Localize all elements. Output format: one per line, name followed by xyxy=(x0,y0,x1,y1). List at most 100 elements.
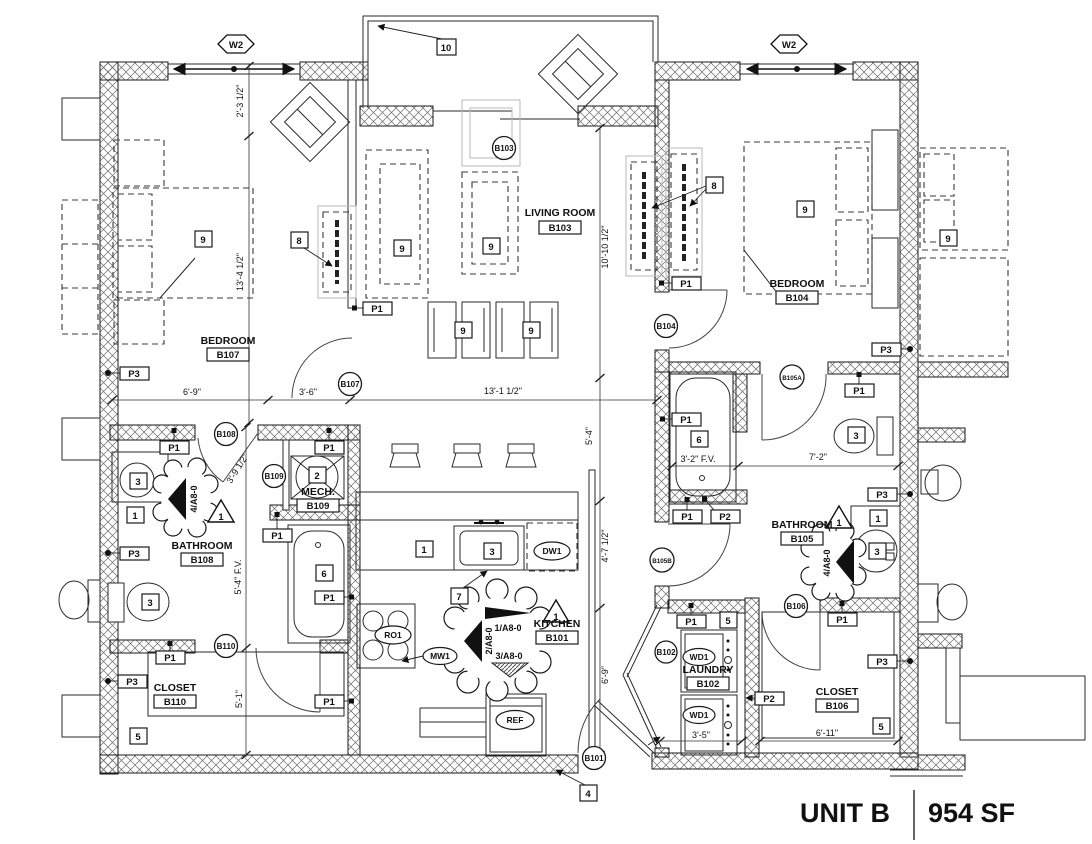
tag-p1: P1 xyxy=(314,694,345,709)
keynote-4-entry: 4 xyxy=(579,784,598,802)
svg-text:BEDROOM: BEDROOM xyxy=(770,278,825,290)
tag-dw1: DW1 xyxy=(533,541,571,561)
svg-text:B109: B109 xyxy=(264,472,284,481)
svg-text:BATHROOM: BATHROOM xyxy=(171,540,232,552)
svg-text:P3: P3 xyxy=(876,490,888,501)
keynote-3-vanity-left: 3 xyxy=(129,472,148,490)
svg-text:P2: P2 xyxy=(763,694,775,705)
keynote-1-vanity-right: 1 xyxy=(869,509,888,527)
kitchen-counter-lower xyxy=(419,707,486,738)
revision-tag: 3/A8-0 xyxy=(495,651,522,661)
svg-text:P1: P1 xyxy=(164,653,176,664)
dim-3-6: 3'-6" xyxy=(299,387,317,397)
keynote-5-closet-b106: 5 xyxy=(872,717,891,735)
adjacent-left-furniture xyxy=(58,199,101,623)
svg-text:10: 10 xyxy=(441,43,452,54)
tag-p3: P3 xyxy=(871,342,902,357)
svg-text:P3: P3 xyxy=(128,549,140,560)
dim-5-1: 5'-1" xyxy=(234,690,244,708)
dim-3-2-fv: 3'-2" F.V. xyxy=(680,454,715,464)
door-b105b: B105B xyxy=(649,547,675,573)
keynote-tags: 10 9 8 9 9 9 9 8 9 9 1 3 7 2 3 1 3 6 5 4… xyxy=(126,38,958,802)
svg-text:KITCHEN: KITCHEN xyxy=(534,618,581,630)
adjacent-unit-walls xyxy=(61,97,1086,777)
delta-number: 1 xyxy=(836,518,842,529)
revision-tag: 4/A8-0 xyxy=(822,549,832,576)
revision-tag: 1/A8-0 xyxy=(494,623,521,633)
keynote-6-tub-right: 6 xyxy=(690,430,709,448)
tag-ref: REF xyxy=(495,709,535,731)
svg-text:P3: P3 xyxy=(880,345,892,356)
door-b105a: B105A xyxy=(779,364,805,390)
svg-text:P1: P1 xyxy=(323,443,335,454)
revision-tag: 4/A8-0 xyxy=(189,485,199,512)
delta-triangle-bath-left: 1 xyxy=(206,498,236,523)
svg-text:B106: B106 xyxy=(786,602,806,611)
toilet-left xyxy=(107,582,170,623)
svg-text:5: 5 xyxy=(725,616,731,627)
bifold-door-laundry xyxy=(622,604,662,750)
svg-text:1: 1 xyxy=(132,511,138,522)
svg-text:B110: B110 xyxy=(164,697,186,708)
svg-text:P1: P1 xyxy=(271,531,283,542)
svg-text:P1: P1 xyxy=(371,304,383,315)
svg-text:3: 3 xyxy=(874,547,879,558)
dim-3-9-half: 3'-9 1/2" xyxy=(224,452,250,485)
svg-text:REF: REF xyxy=(507,715,524,725)
dim-5-4-fv: 5'-4" F.V. xyxy=(233,559,243,594)
svg-text:B107: B107 xyxy=(340,380,360,389)
adjacent-right-furniture xyxy=(917,147,1009,623)
svg-text:9: 9 xyxy=(802,205,807,216)
svg-text:BEDROOM: BEDROOM xyxy=(201,335,256,347)
dishwasher xyxy=(526,522,578,572)
door-b102: B102 xyxy=(654,640,678,664)
range-stove xyxy=(356,603,416,669)
keynote-3-kitchen-sink: 3 xyxy=(483,542,502,560)
svg-text:B104: B104 xyxy=(786,293,809,304)
svg-text:P1: P1 xyxy=(836,615,848,626)
bedroom-b107-furniture xyxy=(112,81,357,345)
tag-p1: P1 xyxy=(671,412,702,427)
keynote-6-tub-left: 6 xyxy=(315,564,334,582)
svg-text:B108: B108 xyxy=(191,555,214,566)
svg-text:9: 9 xyxy=(945,234,950,245)
tag-p1: P1 xyxy=(671,276,702,291)
svg-text:B109: B109 xyxy=(307,501,330,512)
dimension-lines xyxy=(106,61,904,760)
keynote-1-vanity-left: 1 xyxy=(126,506,145,524)
svg-text:3: 3 xyxy=(147,598,152,609)
svg-text:P1: P1 xyxy=(168,443,180,454)
keynote-9-sofa2: 9 xyxy=(482,237,501,255)
tag-p1: P1 xyxy=(672,509,703,524)
tag-p3: P3 xyxy=(867,487,898,502)
tag-p2: P2 xyxy=(710,509,741,524)
delta-triangle-kitchen: 1 xyxy=(541,598,571,623)
tag-p1: P1 xyxy=(314,440,345,455)
balcony-chair xyxy=(537,33,619,115)
revision-tag: 2/A8-0 xyxy=(484,627,494,654)
keynote-5-laundry: 5 xyxy=(719,611,738,629)
tag-p1: P1 xyxy=(155,650,186,665)
svg-text:6: 6 xyxy=(321,569,326,580)
svg-text:8: 8 xyxy=(296,236,301,247)
svg-text:B105: B105 xyxy=(791,534,814,545)
svg-text:9: 9 xyxy=(528,326,533,337)
bathroom-b105-fixtures xyxy=(669,371,901,599)
revision-cloud-kitchen: 1/A8-0 2/A8-0 3/A8-0 xyxy=(443,578,552,702)
dim-13-4-half: 13'-4 1/2" xyxy=(235,253,245,291)
svg-text:P1: P1 xyxy=(323,593,335,604)
room-label-b109: MECH.B109 xyxy=(296,486,340,513)
door-b109: B109 xyxy=(261,463,287,489)
tag-ro1: RO1 xyxy=(374,625,412,645)
svg-text:RO1: RO1 xyxy=(384,630,402,640)
keynote-2-mech: 2 xyxy=(308,466,327,484)
keynote-9-bed-b104: 9 xyxy=(796,200,815,218)
delta-triangle-bath-right: 1 xyxy=(824,504,854,529)
